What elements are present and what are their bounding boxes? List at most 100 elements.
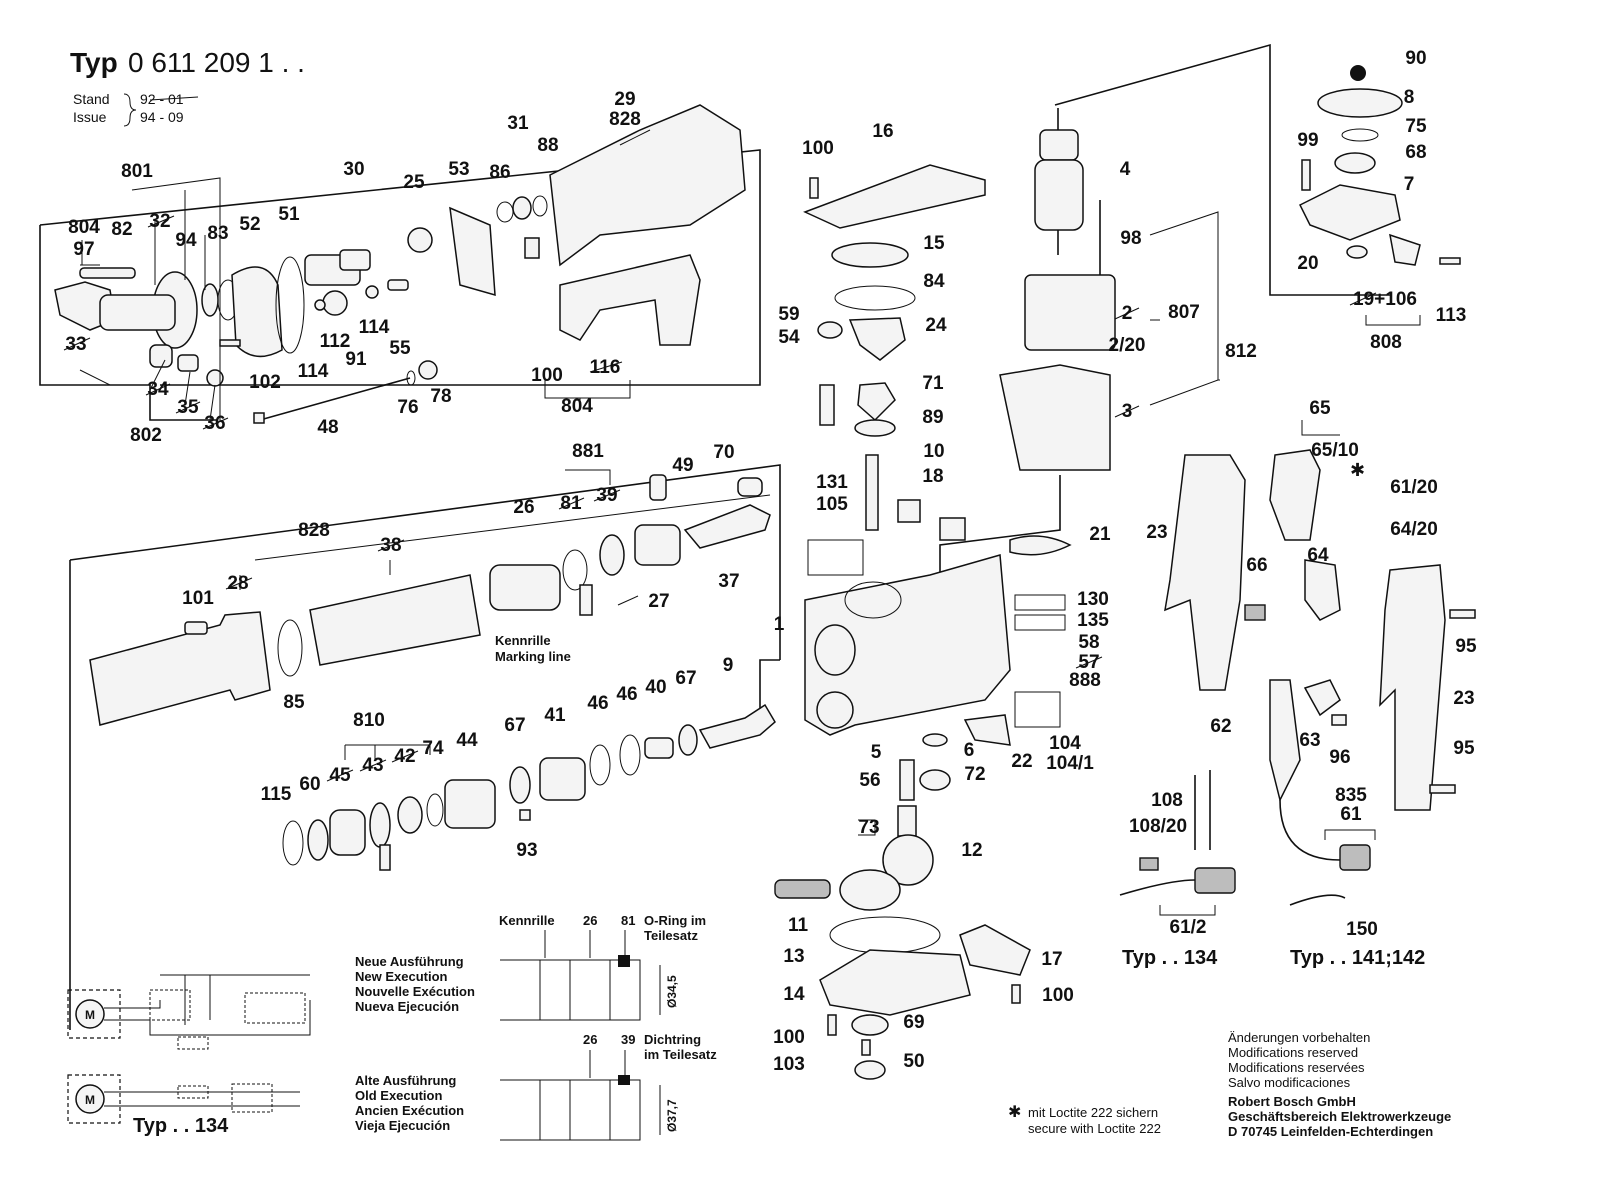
part-label-54: 54 (778, 327, 800, 348)
choke-bottom (177, 1085, 209, 1099)
detail-old-outline (500, 1079, 641, 1141)
strike-34 (145, 383, 171, 396)
detail-dim-34-5: Ø34,5 (665, 975, 679, 1008)
strike-3 (1114, 405, 1140, 418)
footer-notes: ✱ mit Loctite 222 sichern secure with Lo… (1008, 460, 1451, 1139)
ring-94 (201, 283, 219, 317)
detail-old-ring (618, 1075, 630, 1085)
part-label-105: 105 (816, 494, 848, 515)
stand-strike (149, 96, 199, 101)
neue-fr: Nouvelle Exécution (355, 984, 475, 999)
leader-802 (79, 359, 216, 421)
part-label-103: 103 (773, 1054, 805, 1075)
washer-114b (365, 285, 379, 299)
part-label-50: 50 (903, 1051, 924, 1072)
piston-body (99, 294, 176, 331)
part-label-70: 70 (713, 442, 734, 463)
bearing-68 (1334, 152, 1376, 174)
detail-teilesatz: Teilesatz (644, 928, 698, 943)
detail-oring: O-Ring im (644, 913, 706, 928)
washer-76 (406, 370, 416, 386)
label-130 (1014, 594, 1066, 611)
strike-45 (326, 769, 354, 782)
detail-dichtring: Dichtring (644, 1032, 701, 1047)
armature-4 (1034, 159, 1084, 231)
cover-14 (819, 949, 971, 1016)
ring-31 (512, 196, 532, 220)
leader-804b (544, 380, 631, 410)
cover-52 (231, 266, 283, 358)
group-label-828: 828 (298, 520, 330, 541)
part-label-21: 21 (1089, 524, 1111, 545)
part-label-59: 59 (778, 304, 799, 325)
part-label-67b: 67 (675, 668, 696, 689)
bearing-69 (851, 1014, 889, 1036)
circlip-115 (282, 820, 304, 866)
nut-90 (1350, 65, 1366, 81)
part-label-100d: 100 (773, 1027, 805, 1048)
stand-label: Stand (73, 91, 110, 107)
tube-28 (89, 611, 271, 726)
ring-88 (532, 195, 548, 217)
part-label-2-20: 2/20 (1109, 335, 1146, 356)
gear-11-wheel (839, 869, 901, 911)
part-810-group (282, 703, 776, 871)
type-label: Typ (70, 47, 118, 78)
group-label-807: 807 (1168, 302, 1200, 323)
part-label-804: 804 (68, 217, 100, 238)
handle-shell-23b (1379, 564, 1446, 811)
ring-89 (854, 419, 896, 437)
part-label-82: 82 (111, 219, 132, 240)
spring-45 (329, 809, 366, 856)
loctite-star-switch: ✱ (1350, 460, 1365, 480)
screw-113 (1439, 257, 1461, 265)
part-17 (959, 924, 1031, 976)
part-label-69: 69 (903, 1012, 924, 1033)
leader-801 (80, 177, 221, 420)
top-right-group (1298, 65, 1461, 266)
part-label-25: 25 (403, 172, 425, 193)
motor-group (999, 108, 1116, 471)
group-frame-link (759, 659, 780, 720)
barrel-38 (309, 574, 481, 666)
part-label-60: 60 (299, 774, 320, 795)
part-label-49: 49 (672, 455, 693, 476)
right-handles (1119, 449, 1476, 906)
part-label-104: 104 (1049, 733, 1081, 754)
alte-es: Vieja Ejecución (355, 1118, 450, 1133)
screw-100-top (809, 177, 819, 199)
spring-35-shape (177, 354, 199, 372)
strike-marks (63, 215, 1377, 782)
oring-85 (277, 619, 303, 677)
screw-95b (1429, 784, 1456, 794)
detail-new-oring (618, 955, 630, 967)
changes-en: Modifications reserved (1228, 1045, 1358, 1060)
part-label-101: 101 (182, 588, 214, 609)
screw-95a (1449, 609, 1476, 619)
alte-fr: Ancien Exécution (355, 1103, 464, 1118)
part-label-131: 131 (816, 472, 848, 493)
shaft-30-end (339, 249, 371, 271)
strike-2 (1114, 307, 1140, 320)
part-label-5: 5 (871, 742, 882, 763)
header-brace (123, 93, 137, 127)
strike-42 (391, 750, 419, 763)
part-label-100b: 100 (802, 138, 834, 159)
part-label-93: 93 (516, 840, 537, 861)
part-label-114a: 114 (298, 361, 329, 382)
part-label-1: 1 (774, 614, 785, 635)
handle-804 (559, 254, 701, 346)
leader-881 (565, 469, 611, 485)
bearing-67a (509, 766, 531, 804)
gear-112 (322, 290, 348, 316)
nut-50 (854, 1060, 886, 1080)
field-coil-807 (1024, 274, 1116, 351)
motor-label-bottom: M (85, 1093, 95, 1107)
cylinder-44 (444, 779, 496, 829)
pin-42 (379, 844, 391, 871)
part-label-828-top: 828 (609, 109, 641, 130)
part-label-78: 78 (430, 386, 451, 407)
part-801-group (54, 104, 746, 424)
brush-18a (897, 499, 921, 523)
